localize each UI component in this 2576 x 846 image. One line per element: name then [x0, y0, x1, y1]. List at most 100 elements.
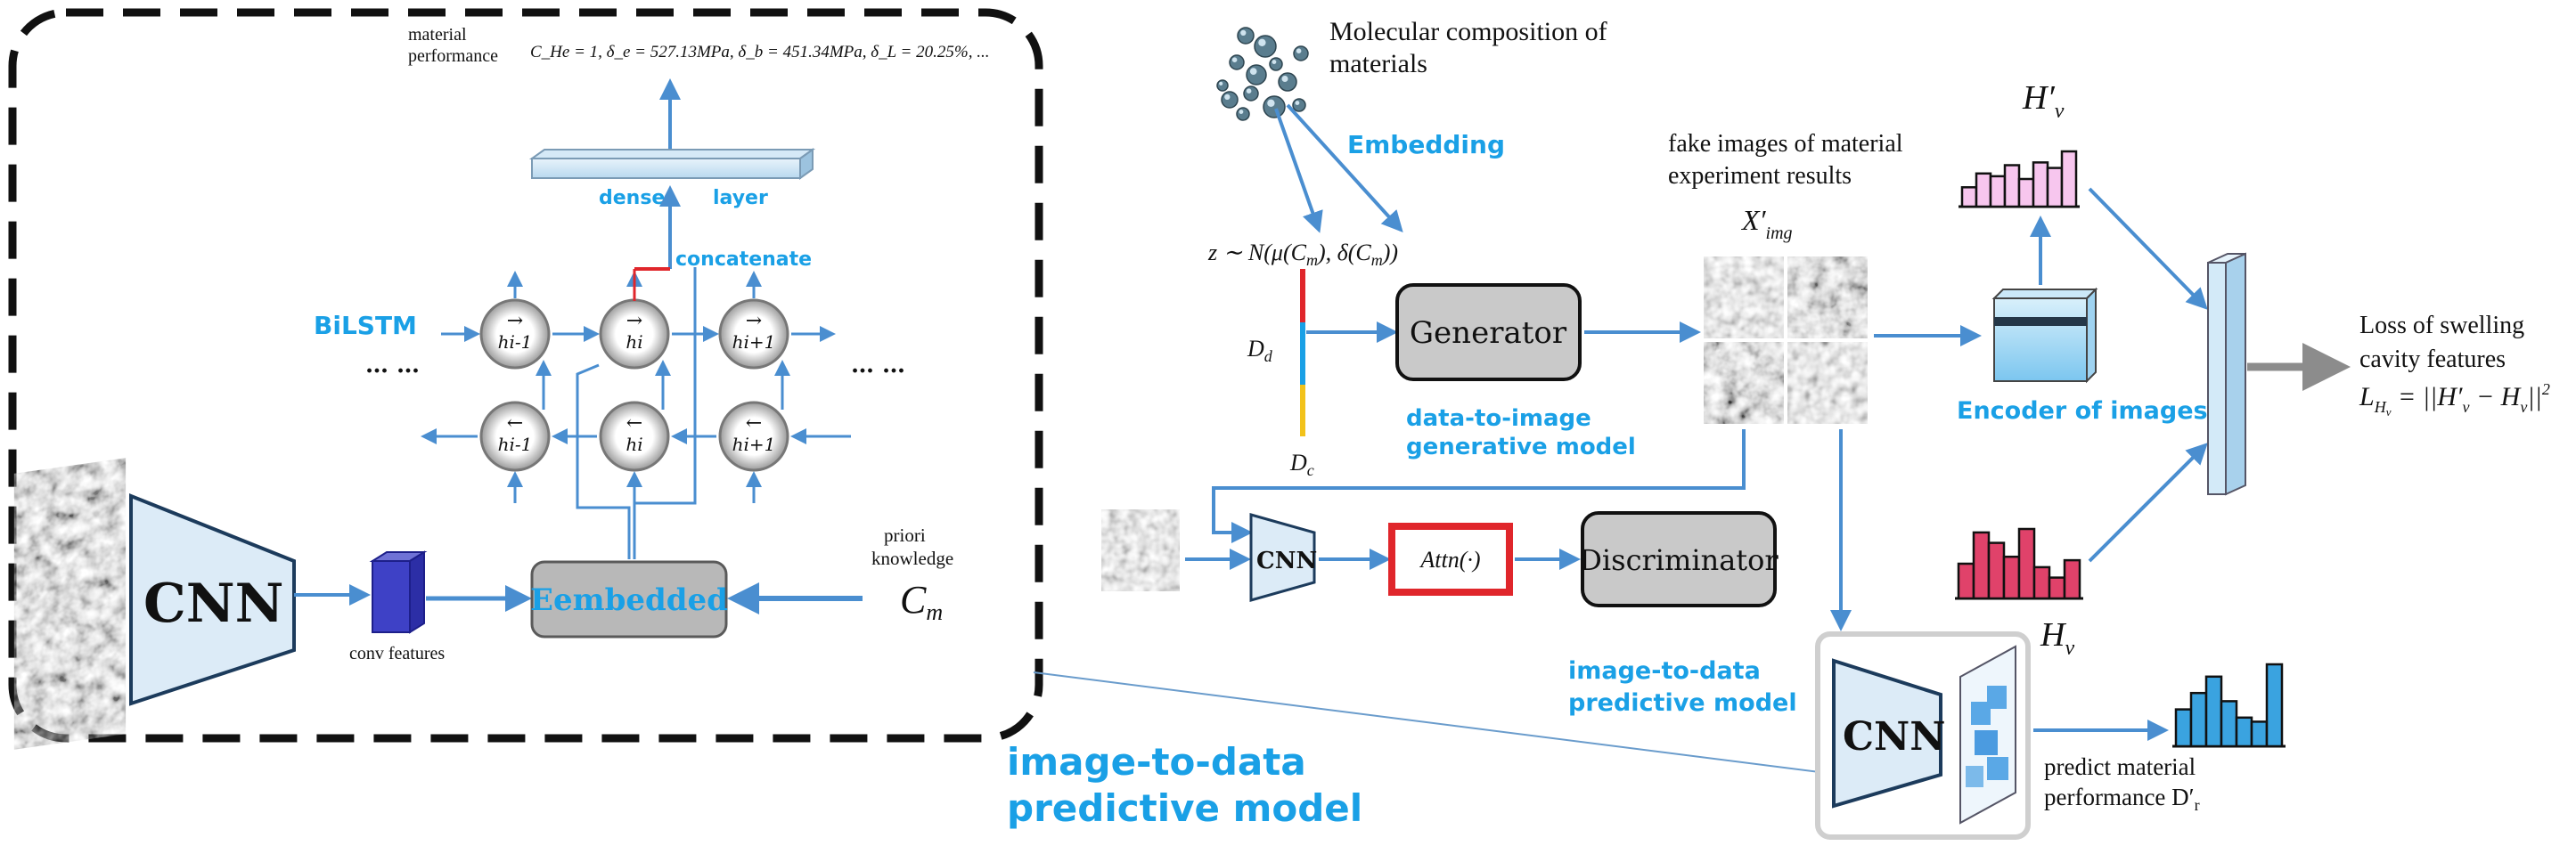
conv-features-label: conv features — [349, 644, 445, 663]
bilstm-forward-cell-h-1: hi — [626, 331, 642, 353]
bilstm-label: BiLSTM — [314, 311, 417, 340]
hv-bar-0 — [1957, 562, 1975, 600]
molecule-highlight-9 — [1267, 99, 1275, 108]
molecule-highlight-6 — [1246, 88, 1252, 94]
hv-prime-bar-7 — [2060, 150, 2078, 208]
encoder-label: Encoder of images — [1957, 397, 2208, 425]
dr-bar-2 — [2204, 675, 2223, 748]
bilstm-forward-cell-label-1: → — [626, 310, 642, 332]
molecule-5 — [1278, 72, 1297, 92]
cm-label: Cm — [900, 578, 943, 625]
dense-layer-bar-front — [531, 158, 801, 179]
arrow-hv-to-column — [2088, 443, 2208, 563]
bilstm-forward-cell-2 — [718, 298, 789, 370]
cnn-label-small: CNN — [1256, 548, 1317, 574]
molecule-10 — [1216, 79, 1229, 92]
molecule-9 — [1263, 95, 1286, 118]
hv-prime-bar-0 — [1960, 186, 1978, 208]
fake-images-grid — [1704, 256, 1868, 424]
hv-histogram — [1955, 527, 2083, 600]
input-image-left — [12, 456, 127, 752]
cnn-label-big: CNN — [1843, 714, 1945, 760]
ellipsis-left: … … — [365, 352, 420, 378]
cnn-output-cubes — [1959, 645, 2016, 825]
arrow-molecule-to-delta — [1286, 103, 1403, 232]
molecule-highlight-10 — [1219, 81, 1223, 85]
molecule-0 — [1237, 27, 1255, 45]
x-img-label: X′img — [1740, 204, 1793, 243]
left-panel-dashed-border — [8, 8, 1043, 743]
input-image-small — [1101, 509, 1180, 591]
cnn-trapezoid-small — [1249, 513, 1316, 602]
embedding-label: Embedding — [1347, 130, 1505, 159]
arrow-hv-prime-to-column — [2088, 187, 2208, 310]
molecule-1 — [1254, 35, 1277, 58]
attn-label: Attn(·) — [1419, 547, 1480, 573]
dr-bar-6 — [2265, 663, 2284, 748]
molecule-highlight-1 — [1258, 38, 1266, 46]
dr-bar-1 — [2189, 691, 2208, 748]
arrow-fake-to-cnn-small — [1212, 429, 1746, 543]
dr-bar-5 — [2250, 720, 2269, 748]
hv-bar-5 — [2032, 565, 2051, 600]
dense-layer-bar — [528, 149, 816, 159]
hv-prime-histogram — [1959, 150, 2080, 208]
hv-label: Hv — [2040, 616, 2074, 660]
molecule-highlight-7 — [1224, 94, 1231, 100]
hv-bar-4 — [2017, 527, 2036, 600]
molecule-6 — [1243, 85, 1259, 102]
bilstm-forward-cell-label-0: → — [507, 310, 523, 332]
molecule-highlight-8 — [1296, 48, 1302, 53]
embedded-box — [530, 560, 728, 639]
left-cnn-block: CNN — [12, 456, 296, 752]
hv-prime-bar-5 — [2032, 161, 2049, 208]
hv-prime-label: H′v — [2022, 79, 2065, 123]
z-formula: z ∼ N(μ(Cm), δ(Cm)) — [1207, 240, 1398, 269]
bilstm-forward-cell-0 — [479, 298, 551, 370]
bilstm-backward-cell-1 — [599, 401, 670, 472]
embedded-label: Eembedded — [530, 582, 728, 618]
ellipsis-right: … … — [851, 352, 905, 378]
generator-label: Generator — [1410, 315, 1567, 351]
molecule-highlight-0 — [1240, 29, 1247, 36]
molecule-11 — [1292, 98, 1306, 112]
hv-bar-7 — [2063, 558, 2081, 600]
bilstm-backward-cell-0 — [479, 401, 551, 472]
bilstm-forward-cell-h-2: hi+1 — [732, 331, 776, 353]
arrow-molecule-to-mu — [1274, 108, 1323, 233]
molecule-4 — [1269, 57, 1283, 71]
molecule-12 — [1236, 107, 1250, 121]
bilstm-backward-cell-h-0: hi-1 — [498, 434, 533, 455]
cnn-trapezoid-big — [1832, 658, 1942, 809]
molecule-8 — [1293, 45, 1309, 61]
molecule-highlight-4 — [1272, 60, 1277, 65]
bilstm-backward-cell-arrow-2: ← — [746, 412, 762, 435]
concatenate-label: concatenate — [675, 248, 812, 271]
bilstm-link-concat — [633, 267, 697, 559]
molecule-highlight-2 — [1231, 57, 1238, 62]
hv-prime-bar-4 — [2017, 177, 2035, 208]
encoder-block — [1991, 287, 2098, 384]
bilstm-backward-cell-h-1: hi — [626, 434, 642, 455]
molecule-highlight-12 — [1239, 110, 1244, 114]
hv-bar-2 — [1987, 541, 2006, 600]
generator-box — [1395, 283, 1582, 381]
hv-bar-1 — [1972, 531, 1991, 600]
hv-bar-3 — [2002, 555, 2021, 600]
cnn-trapezoid-left — [129, 493, 296, 706]
bilstm-grid: →hi-1←hi-1→hi←hi→hi+1←hi+1 — [421, 267, 851, 559]
discriminator-label: Discriminator — [1579, 543, 1779, 577]
molecule-highlight-5 — [1281, 76, 1288, 82]
molecule-2 — [1229, 54, 1245, 70]
dr-bar-3 — [2220, 700, 2238, 748]
hv-prime-bar-6 — [2046, 167, 2064, 208]
hv-prime-bar-3 — [2003, 164, 2021, 208]
hv-bar-6 — [2048, 576, 2066, 600]
